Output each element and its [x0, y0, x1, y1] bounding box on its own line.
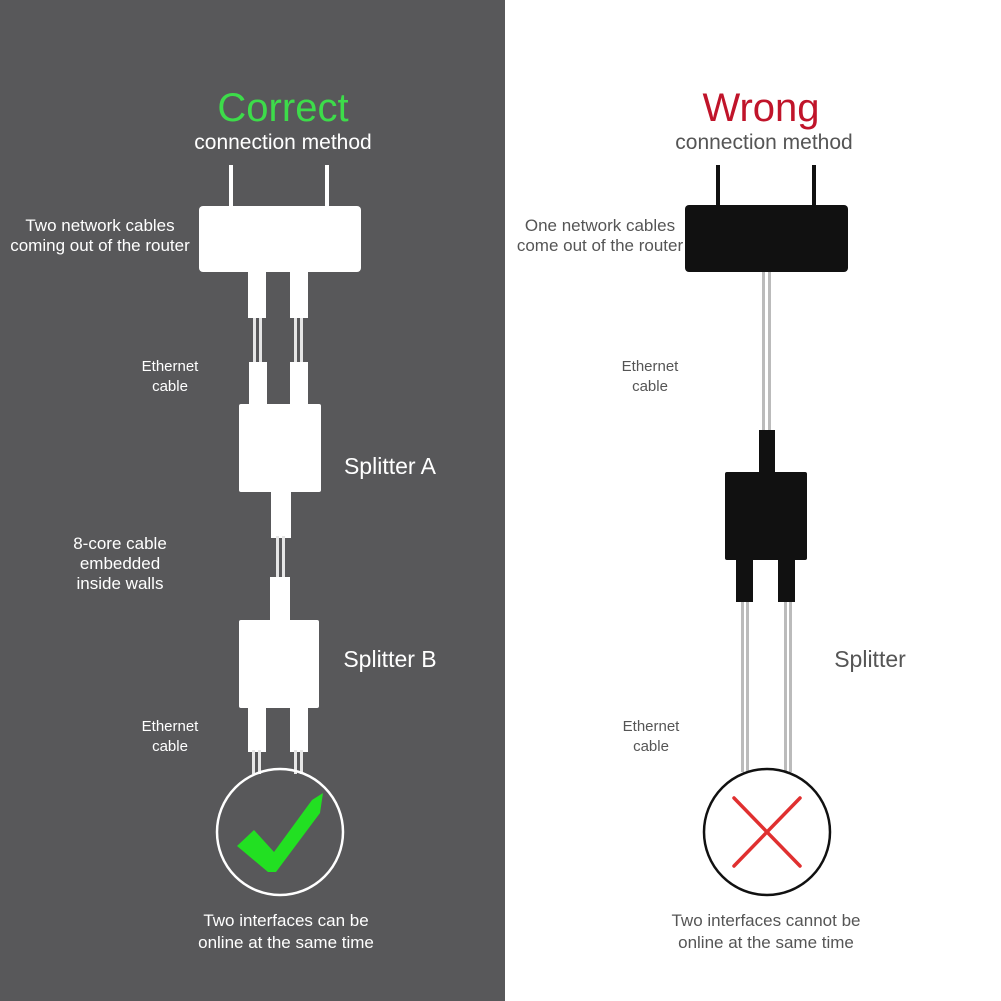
cross-mark-icon [732, 796, 802, 868]
splitter-a-device [239, 362, 321, 538]
splitter-b-label: Splitter B [343, 646, 437, 672]
splitter-a-label: Splitter A [343, 453, 437, 479]
correct-ethernet-label-top: Ethernet cable [141, 358, 199, 395]
correct-ethernet-cables-top [253, 318, 303, 364]
wrong-ethernet-label-top: Ethernet cable [621, 358, 679, 395]
correct-heading: Correct [217, 86, 349, 130]
wrong-heading: Wrong [702, 86, 820, 130]
correct-router-label: Two network cables coming out of the rou… [10, 216, 190, 255]
wrong-ethernet-cable-top [762, 272, 771, 432]
wrong-ethernet-label-bottom: Ethernet cable [622, 718, 680, 755]
wrong-splitter-device [725, 430, 807, 602]
correct-ethernet-label-bottom: Ethernet cable [141, 718, 199, 755]
wrong-splitter-label: Splitter [834, 646, 906, 672]
check-mark-icon [237, 793, 323, 872]
eight-core-cable [276, 536, 285, 580]
correct-router [199, 165, 361, 318]
wrong-result-text: Two interfaces cannot be online at the s… [671, 911, 861, 952]
splitter-b-device [239, 577, 319, 752]
correct-result-circle [215, 767, 345, 897]
correct-ethernet-cables-bottom [252, 750, 303, 774]
correct-result-text: Two interfaces can be online at the same… [198, 911, 374, 952]
wrong-result-circle [702, 767, 832, 897]
correct-subheading: connection method [194, 131, 372, 154]
eight-core-cable-label: 8-core cable embedded inside walls [73, 534, 167, 593]
wrong-router [685, 165, 848, 272]
wrong-router-label: One network cables come out of the route… [516, 216, 684, 255]
wrong-ethernet-cables-bottom [741, 602, 792, 772]
wrong-subheading: connection method [675, 131, 853, 154]
